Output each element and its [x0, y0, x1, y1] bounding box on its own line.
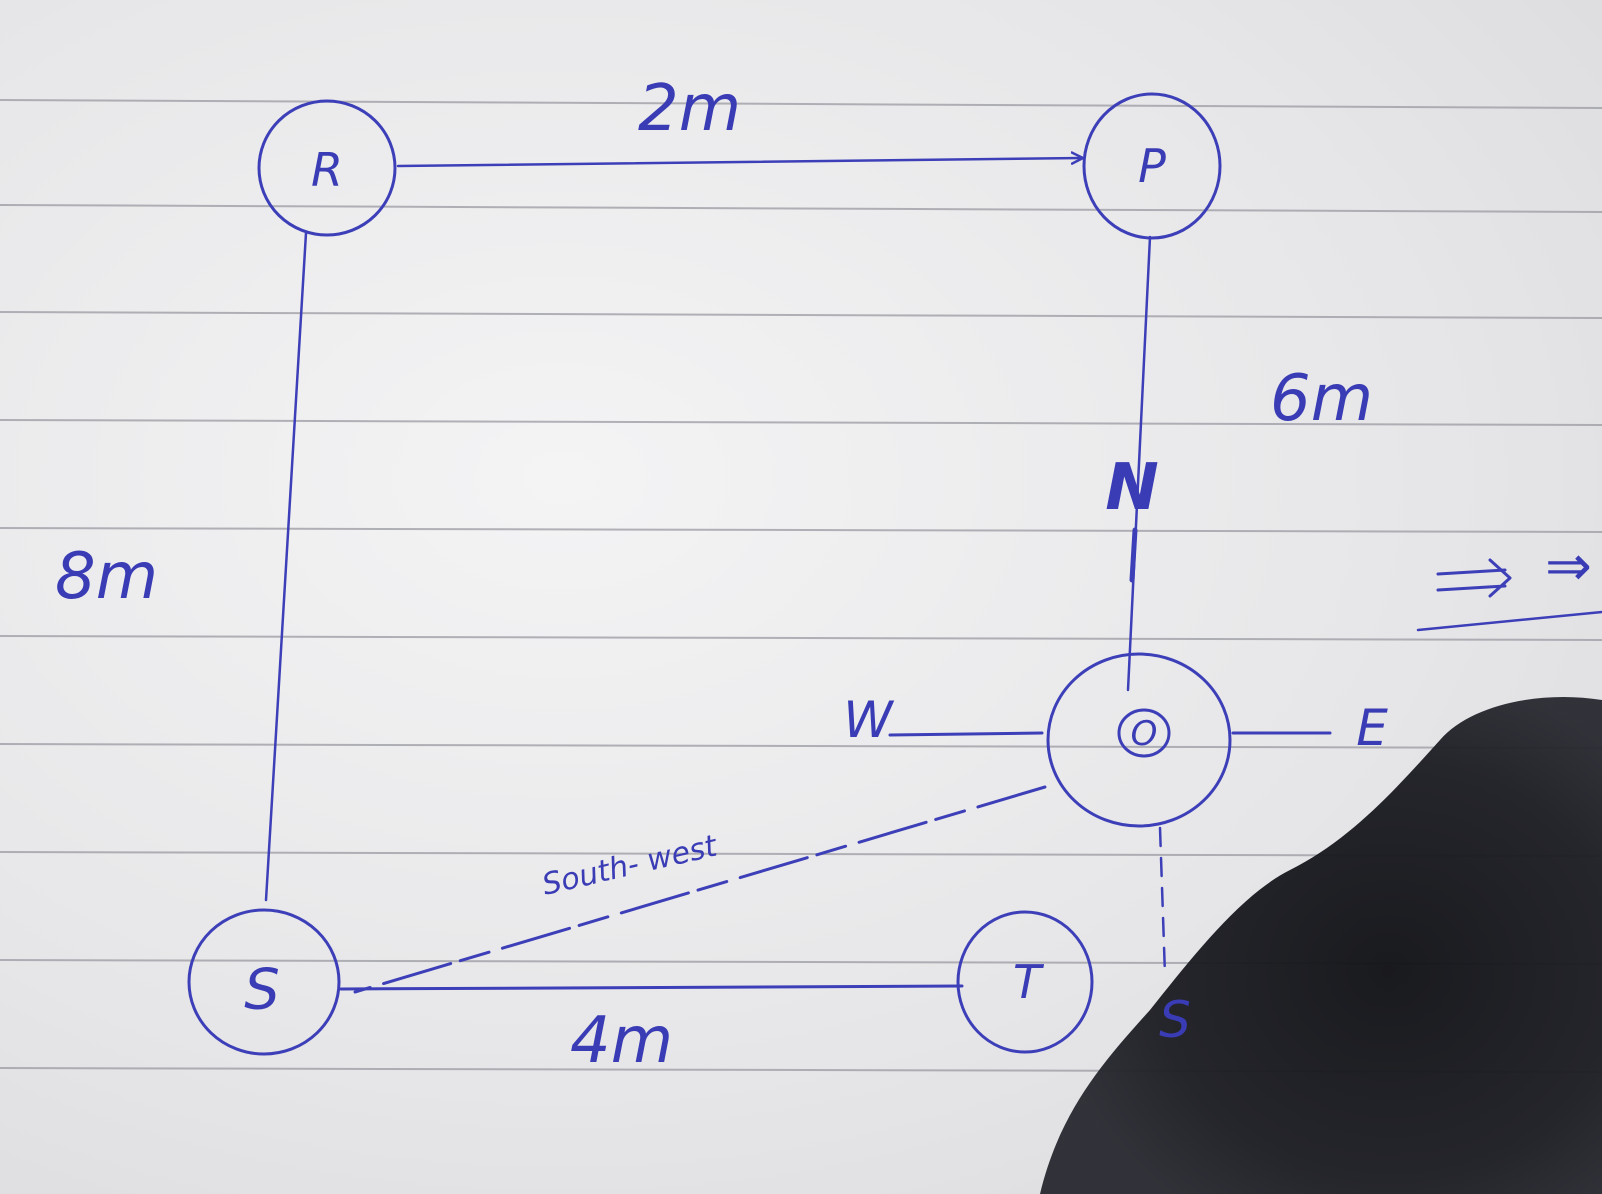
edge-s-to-t [339, 984, 964, 991]
compass-west-line [888, 731, 1044, 737]
edge-o-to-s [353, 785, 1047, 994]
distance-label-r-p: 2m [638, 72, 741, 146]
edge-r-to-s [264, 231, 308, 902]
node-o: O [1046, 652, 1232, 828]
node-o-label: O [1131, 714, 1158, 754]
edge-r-to-p [396, 158, 1082, 168]
node-p-label: P [1138, 139, 1166, 193]
node-t-label: T [1013, 955, 1045, 1009]
compass-east-label: E [1356, 699, 1388, 757]
node-t: T [956, 910, 1094, 1054]
distance-label-p-o: 6m [1270, 362, 1373, 436]
node-s: S [187, 908, 341, 1056]
node-p: P [1082, 92, 1222, 240]
compass-north-mark [1129, 527, 1138, 583]
node-r-label: R [311, 143, 343, 197]
compass-north-label: N [1105, 451, 1159, 525]
node-s-label: S [244, 958, 280, 1023]
distance-label-s-t: 4m [570, 1004, 673, 1078]
compass-west-label: W [843, 691, 894, 749]
edge-p-to-o [1126, 235, 1152, 692]
direction-label-south-west: South- west [539, 828, 721, 902]
margin-arrow [1436, 558, 1512, 598]
distance-label-r-s: 8m [55, 540, 158, 614]
compass-south-line [1158, 826, 1167, 977]
hand-shadow [1040, 696, 1602, 1194]
node-r: R [257, 99, 397, 237]
compass-south-label: S [1159, 991, 1191, 1049]
margin-underline [1416, 610, 1602, 632]
margin-note: ⇒ P [1545, 534, 1602, 599]
